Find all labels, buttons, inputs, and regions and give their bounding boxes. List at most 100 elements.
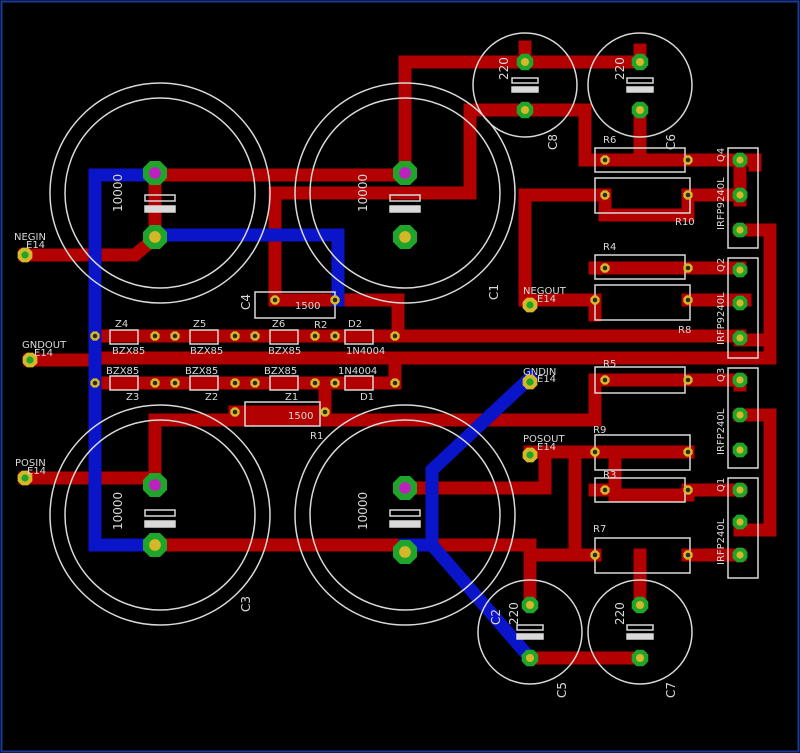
component-pad (600, 375, 610, 385)
transistor-pad (732, 514, 748, 530)
component-pad (230, 331, 240, 341)
label-q1: Q1 (716, 478, 727, 492)
label-gndin: GNDIN (523, 367, 556, 378)
label-gndin-e14: E14 (537, 374, 556, 385)
component-pad (600, 485, 610, 495)
label-negin: NEGIN (14, 232, 46, 243)
component-pad (330, 295, 340, 305)
component-pad (170, 331, 180, 341)
cap-pad (143, 473, 167, 497)
transistor-pad (732, 442, 748, 458)
labels-layer: NEGIN E14 GNDOUT E14 POSIN E14 NEGOUT E1… (14, 57, 727, 698)
label-negout: NEGOUT (523, 286, 567, 297)
label-r6: R6 (603, 135, 616, 146)
component-pad (330, 378, 340, 388)
label-z4-type: BZX85 (112, 346, 145, 357)
label-z3: Z3 (126, 392, 139, 403)
connector-pad (522, 374, 538, 390)
component-pad (270, 295, 280, 305)
label-r7: R7 (593, 524, 606, 535)
label-z1: Z1 (285, 392, 298, 403)
top-copper-layer (18, 40, 777, 665)
label-c2: C2 (489, 609, 503, 625)
transistor-pad (732, 482, 748, 498)
label-r1-value: 1500 (288, 411, 313, 422)
label-r2-value: 1500 (295, 301, 320, 312)
component-pad (230, 378, 240, 388)
label-cap-value-6: 220 (613, 57, 627, 80)
label-posin: POSIN (15, 458, 46, 469)
component-pad (250, 331, 260, 341)
cap-pad (393, 225, 417, 249)
component-pad (230, 407, 240, 417)
small-cap-pad (521, 649, 539, 667)
component-pad (683, 263, 693, 273)
label-negout-e14: E14 (537, 294, 556, 305)
label-gndout: GNDOUT (22, 340, 67, 351)
transistor-pad (732, 152, 748, 168)
label-c7: C7 (664, 682, 678, 698)
label-q4: Q4 (716, 148, 727, 162)
component-pad (683, 485, 693, 495)
label-c1: C1 (487, 284, 501, 300)
component-pad (150, 378, 160, 388)
component-pad (683, 375, 693, 385)
component-pad (150, 331, 160, 341)
transistor-pad (732, 372, 748, 388)
connector-pad (22, 352, 38, 368)
label-cap-value-7: 220 (507, 602, 521, 625)
label-c4: C4 (239, 294, 253, 310)
label-r5: R5 (603, 359, 616, 370)
connector-pad (17, 470, 33, 486)
label-d1: D1 (360, 392, 374, 403)
label-z6: Z6 (272, 319, 285, 330)
component-pad (683, 447, 693, 457)
small-cap-pad (521, 596, 539, 614)
component-pad (683, 295, 693, 305)
silkscreen-layer (49, 32, 759, 685)
label-c3: C3 (239, 596, 253, 612)
transistor-pad (732, 330, 748, 346)
label-c6: C6 (664, 134, 678, 150)
label-r1: R1 (310, 431, 323, 442)
component-pad (600, 190, 610, 200)
label-d1-type: 1N4004 (338, 366, 377, 377)
label-cap-value-1: 10000 (111, 174, 125, 212)
label-z4: Z4 (115, 319, 128, 330)
label-cap-value-5: 220 (497, 57, 511, 80)
label-z1-type: BZX85 (264, 366, 297, 377)
label-z2-type: BZX85 (185, 366, 218, 377)
transistor-pad (732, 295, 748, 311)
label-z6-type: BZX85 (268, 346, 301, 357)
label-r10: R10 (675, 217, 695, 228)
label-z2: Z2 (205, 392, 218, 403)
label-r4: R4 (603, 242, 616, 253)
component-pad (390, 331, 400, 341)
component-pad (310, 331, 320, 341)
component-pad (310, 378, 320, 388)
transistor-pad (732, 407, 748, 423)
label-q3: Q3 (716, 368, 727, 382)
label-r2: R2 (314, 320, 327, 331)
component-pad (683, 190, 693, 200)
transistor-pad (732, 222, 748, 238)
label-q2: Q2 (716, 258, 727, 272)
component-pad (683, 155, 693, 165)
cap-pad (393, 540, 417, 564)
label-z5-type: BZX85 (190, 346, 223, 357)
cap-pad (143, 161, 167, 185)
component-pad (320, 407, 330, 417)
label-gndout-e14: E14 (34, 348, 53, 359)
component-pad (590, 447, 600, 457)
cap-pad (143, 533, 167, 557)
label-cap-value-3: 10000 (111, 492, 125, 530)
label-q3-type: IRFP240L (716, 408, 727, 455)
label-cap-value-8: 220 (613, 602, 627, 625)
component-pad (330, 331, 340, 341)
transistor-pad (732, 547, 748, 563)
label-negin-e14: E14 (26, 240, 45, 251)
label-z3-type: BZX85 (106, 366, 139, 377)
component-pad (250, 378, 260, 388)
pads-layer (17, 53, 748, 667)
